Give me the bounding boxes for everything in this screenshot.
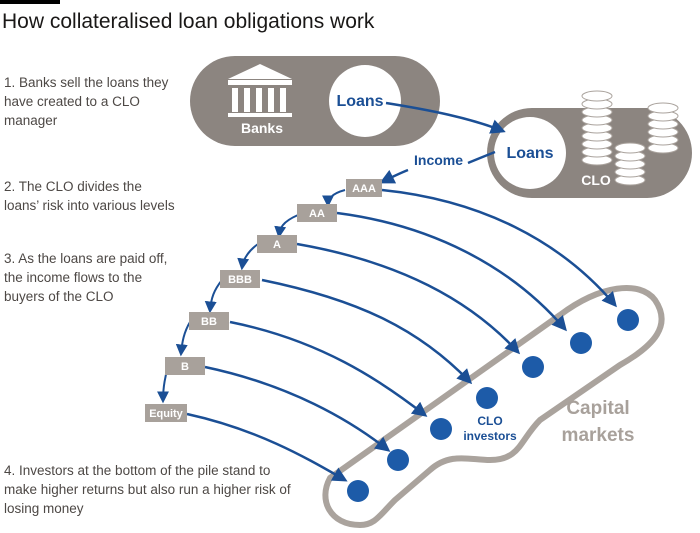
investor-dot-equity — [347, 480, 369, 502]
step-3-text: 3. As the loans are paid off, the income… — [4, 251, 168, 304]
clo-label: CLO — [581, 172, 611, 188]
investor-dot-a — [522, 356, 544, 378]
capital-markets-outline — [322, 285, 665, 528]
tranche-b: B — [165, 357, 205, 375]
svg-text:BB: BB — [201, 316, 217, 328]
investor-dot-aa — [570, 332, 592, 354]
capital-markets-label-line2: markets — [562, 425, 635, 446]
income-to-aaa-arrow — [379, 168, 409, 184]
clo-loans-circle — [494, 117, 566, 189]
tranche-aa: AA — [297, 204, 337, 222]
investor-dot-b — [387, 449, 409, 471]
investor-arrows — [186, 188, 617, 482]
step-2-text: 2. The CLO divides the loans’ risk into … — [4, 179, 175, 213]
tranche-bbb: BBB — [220, 270, 260, 288]
banks-loans-label: Loans — [336, 93, 383, 110]
banks-label: Banks — [241, 120, 283, 136]
income-arrow — [467, 150, 496, 165]
tranche-a: A — [257, 235, 297, 253]
tranche-equity: Equity — [145, 404, 187, 422]
investor-dot-bb — [430, 418, 452, 440]
svg-text:BBB: BBB — [228, 274, 252, 286]
clo-investors-label-line2: investors — [463, 429, 517, 443]
income-label: Income — [414, 152, 463, 168]
banks-pill — [190, 56, 440, 146]
title-accent-bar — [0, 0, 60, 4]
svg-text:B: B — [181, 361, 189, 373]
svg-text:Equity: Equity — [149, 408, 183, 420]
clo-investors-label-line1: CLO — [477, 414, 502, 428]
loans-arrow — [385, 101, 506, 134]
svg-text:AAA: AAA — [352, 183, 376, 195]
coin-stacks-icon — [581, 90, 679, 186]
clo-loans-label: Loans — [506, 145, 553, 162]
investor-dots — [347, 309, 639, 502]
tranche-aaa: AAA — [346, 179, 382, 197]
tranche-bb: BB — [189, 312, 229, 330]
step-1-text: 1. Banks sell the loans they have create… — [4, 75, 169, 128]
svg-text:A: A — [273, 239, 281, 251]
bank-building-icon — [228, 64, 292, 117]
svg-text:AA: AA — [309, 208, 325, 220]
investor-dot-aaa — [617, 309, 639, 331]
investor-dot-bbb — [476, 387, 498, 409]
step-4-text: 4. Investors at the bottom of the pile s… — [4, 463, 291, 516]
capital-markets-label-line1: Capital — [566, 398, 629, 419]
page-title: How collateralised loan obligations work — [2, 10, 375, 33]
banks-loans-circle — [329, 65, 401, 137]
